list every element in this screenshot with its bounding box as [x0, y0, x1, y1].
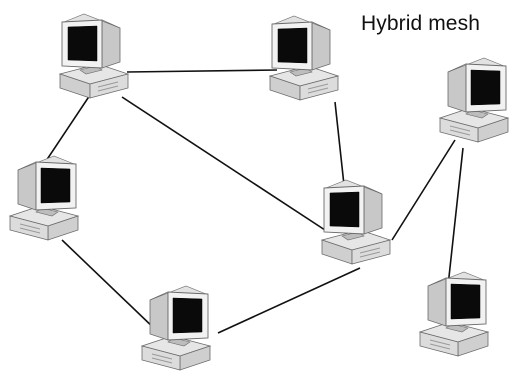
computer-node-7	[418, 271, 490, 357]
desktop-computer-icon	[418, 271, 490, 357]
link-node-1-node-2	[126, 69, 278, 73]
desktop-computer-icon	[320, 179, 392, 265]
link-layer	[39, 69, 464, 334]
link-node-1-node-4	[39, 94, 91, 171]
link-node-4-node-6	[61, 239, 159, 333]
diagram-title: Hybrid mesh	[361, 12, 480, 35]
computer-node-3	[438, 57, 510, 143]
computer-node-4	[8, 155, 80, 241]
link-node-2-node-5	[334, 101, 345, 186]
link-node-1-node-5	[121, 96, 329, 233]
desktop-computer-icon	[438, 57, 510, 143]
computer-node-5	[320, 179, 392, 265]
desktop-computer-icon	[268, 15, 340, 101]
computer-node-1	[58, 13, 130, 99]
computer-node-6	[140, 285, 212, 371]
link-node-3-node-7	[447, 147, 464, 287]
node-layer	[8, 13, 510, 371]
link-node-6-node-5	[217, 267, 361, 334]
link-node-5-node-3	[391, 139, 456, 241]
desktop-computer-icon	[140, 285, 212, 371]
computer-node-2	[268, 15, 340, 101]
desktop-computer-icon	[8, 155, 80, 241]
desktop-computer-icon	[58, 13, 130, 99]
